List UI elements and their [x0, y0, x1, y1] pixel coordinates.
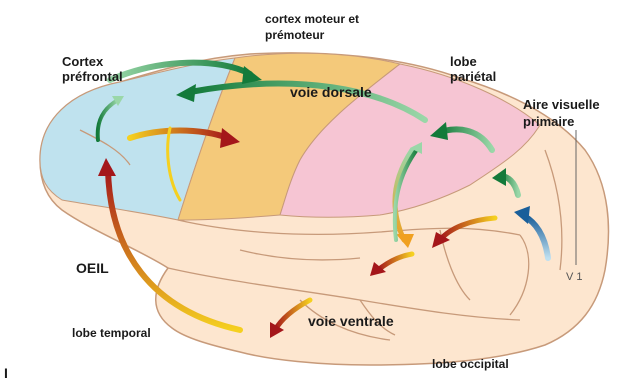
label-voie-ventrale: voie ventrale [308, 313, 394, 329]
label-aire-visuelle-line1: Aire visuelle [523, 97, 600, 112]
label-cortex-prefrontal-line1: Cortex [62, 54, 104, 69]
label-v1: V 1 [566, 271, 583, 283]
label-lobe-occipital: lobe occipital [432, 357, 509, 371]
label-cortex-prefrontal-line2: préfrontal [62, 69, 123, 84]
label-aire-visuelle-line2: primaire [523, 114, 574, 129]
label-voie-dorsale: voie dorsale [290, 84, 372, 100]
label-lobe-temporal: lobe temporal [72, 326, 151, 340]
label-cortex-moteur-line1: cortex moteur et [265, 12, 359, 26]
label-lobe-parietal-line1: lobe [450, 54, 477, 69]
label-lobe-parietal-line2: pariétal [450, 69, 496, 84]
label-cortex-moteur-line2: prémoteur [265, 28, 325, 42]
label-oeil: OEIL [76, 260, 109, 276]
corner-mark: I [4, 365, 8, 381]
